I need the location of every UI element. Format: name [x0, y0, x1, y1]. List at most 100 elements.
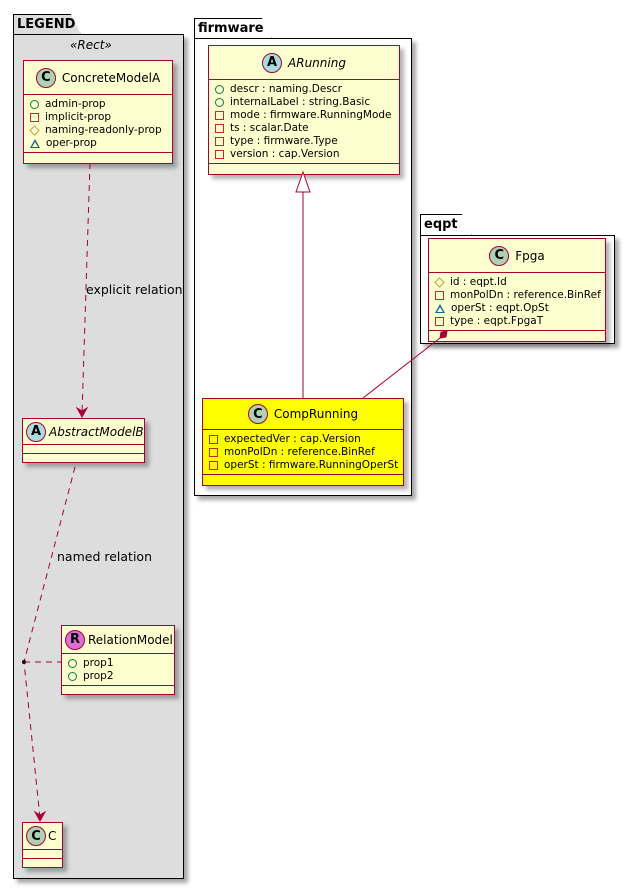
- class-header: A ARunning: [209, 46, 399, 80]
- class-comprunning[interactable]: C CompRunning expectedVer : cap.Version …: [202, 398, 404, 486]
- class-header: C Fpga: [429, 239, 605, 273]
- composition-line: [362, 337, 441, 399]
- attribute: admin-prop: [30, 98, 166, 111]
- class-header: C ConcreteModelA: [24, 61, 172, 95]
- attribute: type : eqpt.FpgaT: [435, 315, 599, 328]
- firmware-package-tab: firmware: [194, 18, 272, 39]
- private-square-icon: [215, 111, 224, 120]
- private-square-icon: [435, 291, 444, 300]
- class-fpga[interactable]: C Fpga id : eqpt.Id monPolDn : reference…: [428, 238, 606, 342]
- class-header: C CompRunning: [203, 399, 403, 430]
- attribute-list: prop1 prop2: [62, 654, 174, 686]
- attribute: prop2: [68, 670, 168, 683]
- attribute-text: version : cap.Version: [230, 148, 340, 160]
- attribute: implicit-prop: [30, 111, 166, 124]
- attribute-compartment: [23, 850, 62, 859]
- private-square-icon: [209, 448, 218, 457]
- class-name: Fpga: [515, 248, 545, 263]
- named-relation-arrowhead: [33, 810, 47, 823]
- attribute-list: id : eqpt.Id monPolDn : reference.BinRef…: [429, 273, 605, 331]
- class-name: AbstractModelB: [49, 424, 144, 439]
- private-square-icon: [215, 137, 224, 146]
- attribute-compartment: [23, 445, 144, 454]
- public-circle-icon: [68, 659, 77, 668]
- generalization-arrowhead: [295, 170, 311, 193]
- attribute: operSt : firmware.RunningOperSt: [209, 459, 399, 472]
- explicit-relation-arrowhead: [75, 406, 89, 419]
- named-relation-line: [23, 466, 76, 819]
- private-square-icon: [435, 317, 444, 326]
- attribute-text: type : eqpt.FpgaT: [450, 315, 544, 327]
- attribute: monPolDn : reference.BinRef: [209, 446, 397, 459]
- package-triangle-icon: [30, 139, 40, 148]
- attribute-text: expectedVer : cap.Version: [224, 433, 361, 445]
- firmware-package-name: firmware: [198, 21, 264, 36]
- legend-package-tab: LEGEND: [13, 14, 81, 35]
- class-name: C: [48, 829, 57, 843]
- relation-r-icon: R: [65, 629, 85, 650]
- class-name: ARunning: [288, 55, 346, 70]
- abstract-a-icon: A: [26, 421, 46, 442]
- class-arunning[interactable]: A ARunning descr : naming.Descr internal…: [208, 45, 400, 175]
- class-c-icon: C: [26, 826, 46, 846]
- attribute: id : eqpt.Id: [434, 276, 599, 289]
- public-circle-icon: [68, 672, 77, 681]
- class-concrete-model-a[interactable]: C ConcreteModelA admin-prop implicit-pro…: [23, 60, 173, 164]
- attribute: version : cap.Version: [215, 148, 393, 161]
- explicit-relation-line: [81, 162, 91, 415]
- attribute-text: id : eqpt.Id: [450, 276, 507, 288]
- class-name: CompRunning: [273, 407, 359, 421]
- class-c-icon: C: [247, 404, 268, 424]
- attribute-list: admin-prop implicit-prop naming-readonly…: [24, 95, 172, 153]
- public-circle-icon: [30, 100, 39, 109]
- public-circle-icon: [215, 98, 224, 107]
- attribute: monPolDn : reference.BinRef: [435, 289, 601, 302]
- attribute: internalLabel : string.Basic: [215, 96, 393, 109]
- attribute-text: prop2: [83, 670, 114, 682]
- attribute-text: descr : naming.Descr: [230, 83, 342, 95]
- attribute-text: mode : firmware.RunningMode: [230, 109, 392, 121]
- attribute-text: monPolDn : reference.BinRef: [224, 446, 375, 458]
- attribute-text: oper-prop: [46, 137, 97, 149]
- class-name: RelationModel: [88, 632, 173, 647]
- attribute: type : firmware.Type: [215, 135, 393, 148]
- attribute: mode : firmware.RunningMode: [215, 109, 393, 122]
- named-relation-label: named relation: [57, 549, 152, 564]
- attribute-text: naming-readonly-prop: [45, 124, 162, 136]
- private-square-icon: [30, 113, 39, 122]
- eqpt-package-name: eqpt: [424, 217, 458, 232]
- eqpt-package-tab: eqpt: [420, 214, 472, 236]
- private-square-icon: [215, 124, 224, 133]
- private-square-icon: [209, 461, 218, 470]
- explicit-relation-label: explicit relation: [86, 282, 183, 297]
- class-header: R RelationModel: [62, 626, 174, 654]
- class-c-icon: C: [489, 245, 510, 266]
- attribute: descr : naming.Descr: [215, 83, 393, 96]
- attribute-text: implicit-prop: [45, 111, 112, 123]
- class-c[interactable]: C C: [22, 822, 63, 868]
- attribute: operSt : eqpt.OpSt: [435, 302, 599, 315]
- private-square-icon: [209, 435, 218, 444]
- attribute-text: operSt : eqpt.OpSt: [451, 302, 549, 314]
- attribute: prop1: [68, 657, 168, 670]
- class-c-icon: C: [35, 67, 56, 88]
- class-header: C C: [23, 823, 62, 850]
- class-relation-model[interactable]: R RelationModel prop1 prop2: [61, 625, 175, 695]
- attribute: expectedVer : cap.Version: [209, 433, 397, 446]
- attribute-text: type : firmware.Type: [230, 135, 338, 147]
- private-square-icon: [215, 150, 224, 159]
- attribute-text: prop1: [83, 657, 114, 669]
- attribute-list: descr : naming.Descr internalLabel : str…: [209, 80, 399, 164]
- attribute-text: operSt : firmware.RunningOperSt: [224, 459, 399, 471]
- attribute-text: internalLabel : string.Basic: [230, 96, 371, 108]
- attribute-text: monPolDn : reference.BinRef: [450, 289, 601, 301]
- legend-stereotype: «Rect»: [70, 38, 112, 52]
- class-abstract-model-b[interactable]: A AbstractModelB: [22, 418, 145, 463]
- class-header: A AbstractModelB: [23, 419, 144, 445]
- legend-package-name: LEGEND: [17, 17, 76, 32]
- attribute-text: admin-prop: [45, 98, 106, 110]
- attribute: ts : scalar.Date: [215, 122, 393, 135]
- attribute-text: ts : scalar.Date: [230, 122, 309, 134]
- attribute: oper-prop: [30, 137, 166, 150]
